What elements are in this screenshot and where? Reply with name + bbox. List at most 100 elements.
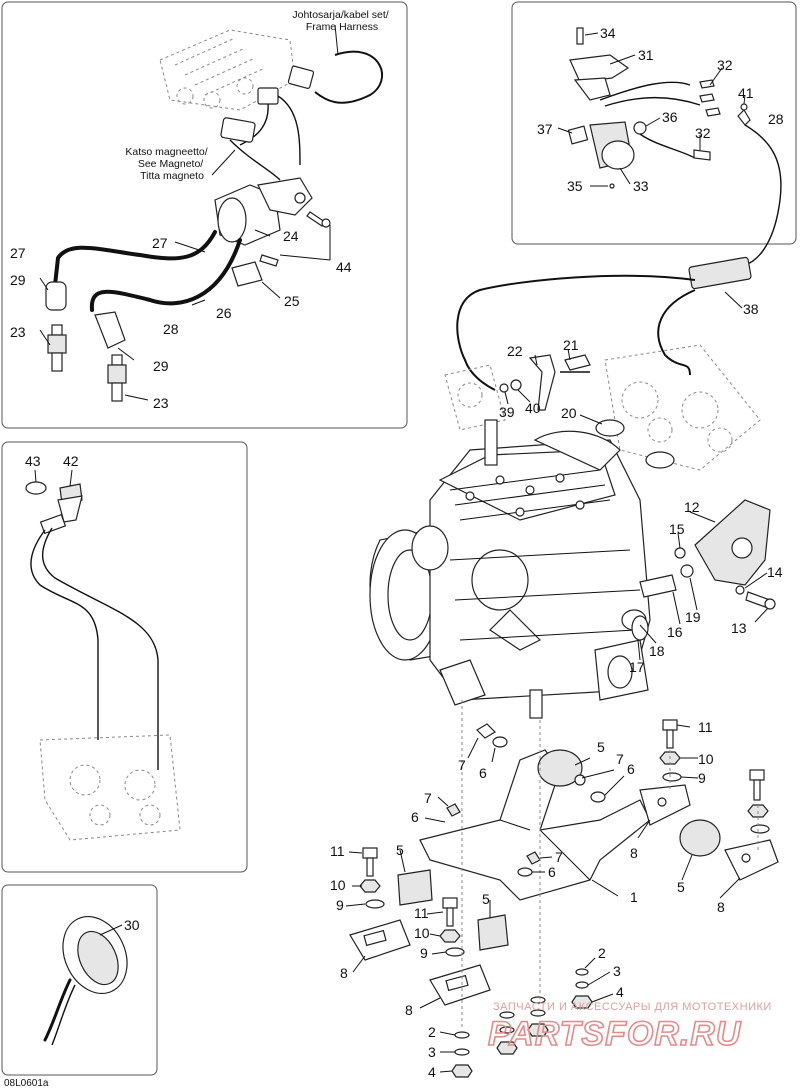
- leader-lines-mounts: [345, 724, 741, 1073]
- callout-5b: 5: [396, 842, 404, 858]
- nut-40: [510, 379, 522, 391]
- bracket-12: [694, 499, 771, 586]
- harness-note-line-2: Frame Harness: [306, 21, 378, 33]
- spacers-7: [446, 723, 586, 865]
- callout-38: 38: [743, 301, 759, 317]
- callout-5c: 5: [677, 879, 685, 895]
- callout-3a: 3: [613, 963, 621, 979]
- o-ring-43: [25, 481, 47, 495]
- washers-9: [365, 772, 770, 957]
- callout-5d: 5: [482, 891, 490, 907]
- sensor-42: [39, 483, 83, 535]
- callout-11c: 11: [414, 905, 429, 921]
- leader-lines-ignition: [39, 225, 331, 401]
- frame-harness-cable: [314, 50, 383, 104]
- callout-7a: 7: [458, 757, 466, 773]
- callout-31: 31: [638, 47, 654, 63]
- harness-note: Johtosarja/kabel set/ Frame Harness: [292, 9, 391, 33]
- callout-30: 30: [124, 917, 140, 933]
- harness-note-line-1: Johtosarja/kabel set/: [292, 9, 388, 21]
- harness-connector-2: [257, 87, 279, 105]
- callout-23b: 23: [153, 395, 169, 411]
- mount-brackets-8: [349, 784, 779, 1006]
- callout-36: 36: [662, 109, 678, 125]
- carburetors-main: [604, 344, 761, 471]
- callout-8a: 8: [630, 845, 638, 861]
- clamp-20-b: [645, 451, 675, 469]
- callout-6a: 6: [479, 765, 487, 781]
- callout-22: 22: [507, 343, 523, 359]
- magneto-connector: [220, 117, 256, 143]
- screw-34: [576, 27, 584, 45]
- callout-24: 24: [283, 228, 299, 244]
- callout-44: 44: [336, 259, 352, 275]
- callout-42: 42: [63, 453, 79, 469]
- callout-numbers: 27 27 29 23 24 44 25 26 28 29 23 34 31 3…: [10, 25, 784, 1080]
- throttle-handle: [569, 54, 701, 107]
- callout-10a: 10: [698, 751, 714, 767]
- callout-8b: 8: [717, 899, 725, 915]
- callout-8c: 8: [340, 965, 348, 981]
- spacer-17: [631, 615, 649, 641]
- callout-28a: 28: [163, 321, 179, 337]
- callout-19: 19: [685, 609, 701, 625]
- callout-7c: 7: [424, 790, 432, 806]
- callout-2b: 2: [428, 1024, 436, 1040]
- callout-2a: 2: [598, 945, 606, 961]
- engine-mount-plate-1: [419, 749, 651, 901]
- magneto-note-line-3: Titta magneto: [140, 170, 204, 182]
- magneto-note-line-1: Katso magneetto/: [125, 146, 207, 158]
- callout-7d: 7: [555, 849, 563, 865]
- callout-11b: 11: [330, 843, 345, 859]
- washer-14: [735, 585, 745, 595]
- callout-35: 35: [567, 178, 583, 194]
- washer-39: [499, 383, 509, 393]
- spring-21: [564, 354, 591, 371]
- callout-13: 13: [731, 620, 747, 636]
- coil-bolt: [306, 211, 326, 227]
- callout-27b: 27: [152, 235, 168, 251]
- callout-6d: 6: [548, 864, 556, 880]
- callout-28b: 28: [768, 111, 784, 127]
- mount-rubbers-5: [397, 749, 721, 951]
- nut-36: [633, 121, 647, 135]
- harness-connector: [287, 65, 315, 89]
- callout-29b: 29: [153, 358, 169, 374]
- callout-18: 18: [649, 643, 665, 659]
- washers-6: [492, 736, 606, 877]
- center-lines: [461, 700, 759, 1030]
- callout-23a: 23: [10, 324, 26, 340]
- callout-5a: 5: [597, 739, 605, 755]
- ht-lead-27: [53, 230, 217, 287]
- callout-16: 16: [667, 624, 683, 640]
- callout-9b: 9: [336, 897, 344, 913]
- callout-33: 33: [633, 178, 649, 194]
- cover-30: [43, 915, 128, 1046]
- leader-lines-engine: [504, 348, 769, 661]
- callout-9a: 9: [698, 770, 706, 786]
- callout-6b: 6: [627, 761, 635, 777]
- callout-9c: 9: [420, 945, 428, 961]
- callout-3b: 3: [428, 1044, 436, 1060]
- callout-40: 40: [525, 400, 541, 416]
- callout-27a: 27: [10, 245, 26, 261]
- callout-39: 39: [499, 404, 515, 420]
- washer-19: [680, 564, 694, 578]
- callout-37: 37: [537, 121, 553, 137]
- plug-cap-left: [45, 281, 67, 311]
- callout-4a: 4: [616, 984, 624, 1000]
- callout-20: 20: [561, 405, 577, 421]
- callout-21: 21: [563, 337, 579, 353]
- watermark-top: ЗАПЧАСТИ И АКСЕССУАРЫ ДЛЯ МОТОТЕХНИКИ: [493, 1001, 772, 1013]
- diagram-code: 08L0601a: [4, 1078, 49, 1089]
- callout-14: 14: [767, 564, 783, 580]
- callout-12: 12: [684, 499, 700, 515]
- sensor-wire: [30, 529, 99, 740]
- bracket-22: [528, 354, 556, 411]
- callout-41: 41: [738, 85, 754, 101]
- callout-1: 1: [630, 889, 638, 905]
- inset-box-sensor: [1, 441, 248, 873]
- callout-32a: 32: [717, 57, 733, 73]
- frame-harness-box: [159, 29, 296, 111]
